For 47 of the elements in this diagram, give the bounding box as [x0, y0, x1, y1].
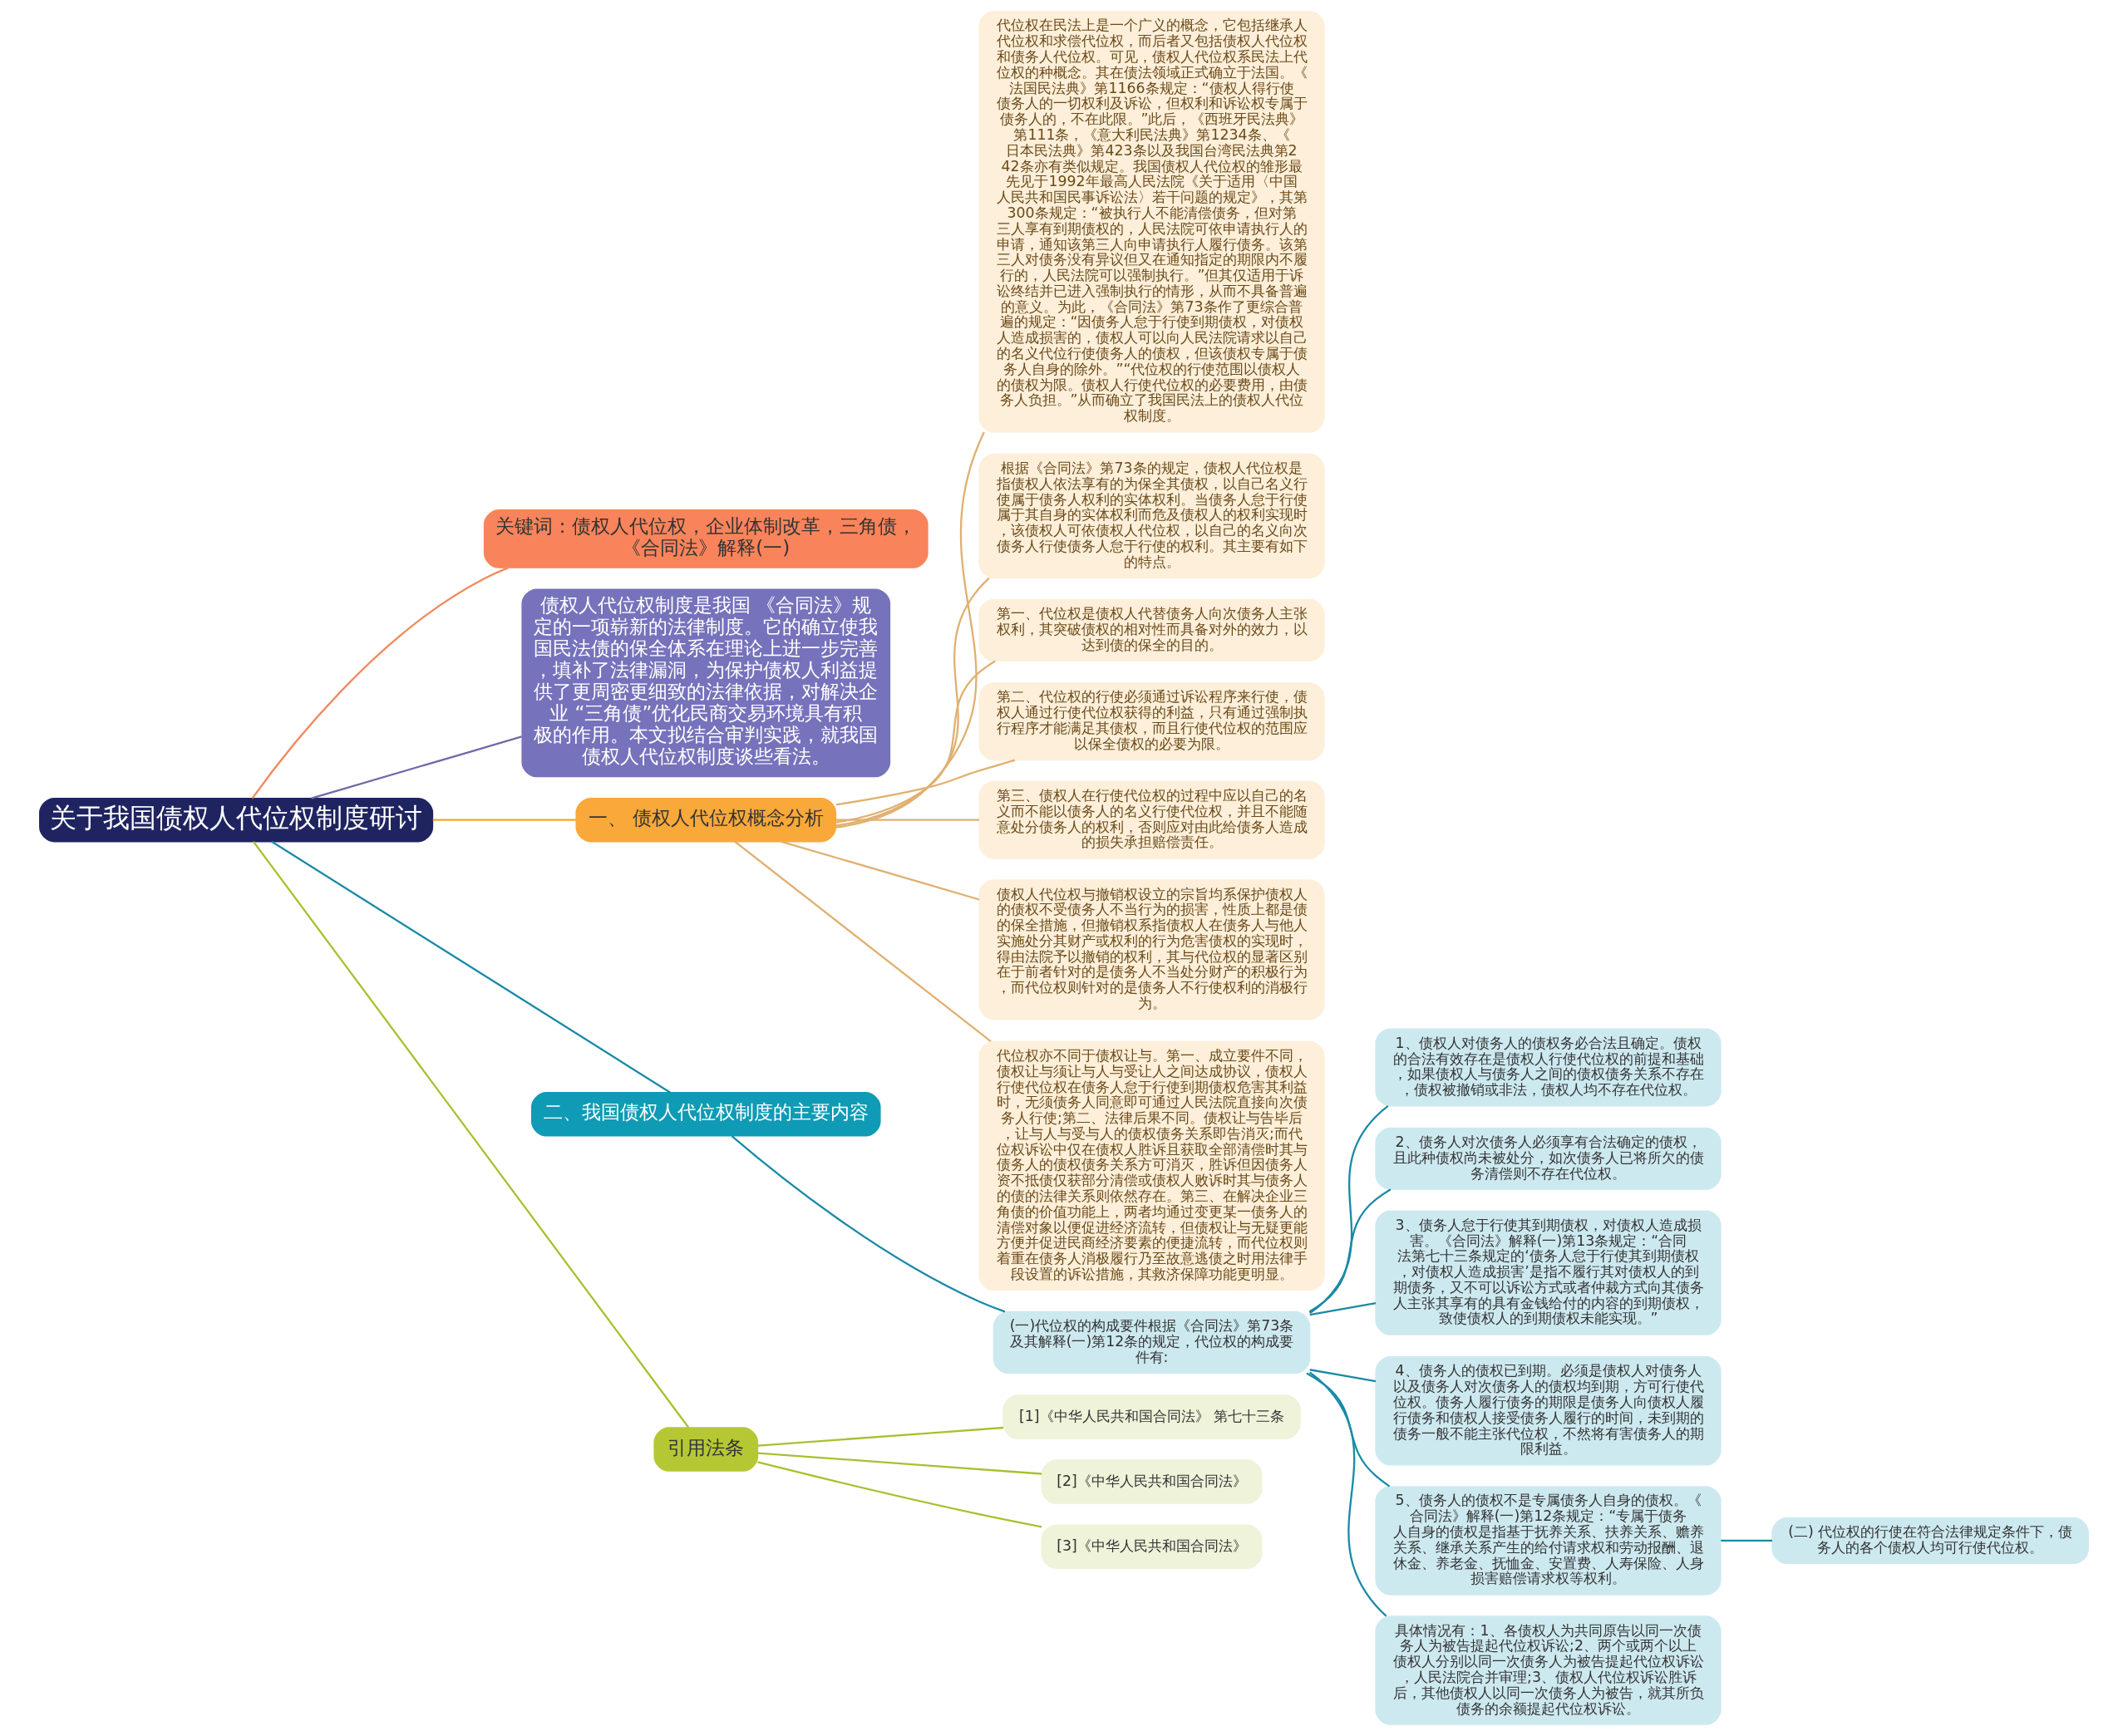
connector — [757, 1461, 1042, 1528]
node-box: 债权人代位权与撤销权设立的宗旨均系保护债权人的债权不受债务人不当行为的损害，性质上都是债的保全措施，但撤销权系指债权人在债务人与他人实施处分其财产或权利的行为危害债权的实现时，得由法院予以撤销的权利，其与代位权的显著区别在于前者针对的是债务人不当处分财产的积极行为，而代位权则针对的是债务人不行使权利的消极行为。 — [978, 879, 1325, 1020]
node-box: 具体情况有：1、各债权人为共同原告以同一次债务人为被告提起代位权诉讼;2、两个或两个以上债权人分别以同一次债务人为被告提起代位权诉讼，人民法院合并审理;3、债权人代位权诉讼胜诉后，其他债权人以同一次债务人为被告，就其所负债务的余额提起代位权诉讼。 — [1375, 1616, 1722, 1725]
node-box: 第三、债权人在行使代位权的过程中应以自己的名义而不能以债务人的名义行使代位权，并且不能随意处分债务人的权利，否则应对由此给债务人造成的损失承担赔偿责任。 — [978, 780, 1325, 859]
connector — [432, 819, 576, 821]
connector — [311, 735, 522, 799]
connector — [1309, 1104, 1389, 1315]
connector — [271, 840, 672, 1094]
node-box: 关键词：债权人代位权，企业体制改革，三角债，《合同法》解释(一) — [483, 509, 929, 568]
connector — [731, 1135, 1006, 1313]
connector — [835, 660, 996, 824]
node-box: 根据《合同法》第73条的规定，债权人代位权是指债权人依法享有的为保全其债权，以自己名义行使属于债务人权利的实体权利。当债务人怠于行使属于其自身的实体权利而危及债权人的权利实现时，该债权人可依债权人代位权，以自己的名义向次债务人行使债务人怠于行使的权利。其主要有如下的特点。 — [978, 453, 1325, 579]
node-box: 第一、代位权是债权人代替债务人向次债务人主张权利，其突破债权的相对性而具备对外的效力，以达到债的保全的目的。 — [978, 598, 1325, 661]
connector — [253, 841, 690, 1429]
connector — [835, 431, 985, 829]
node-box: [2]《中华人民共和国合同法》 — [1041, 1459, 1263, 1504]
node-box: 3、债务人怠于行使其到期债权，对债权人造成损害。《合同法》解释(一)第13条规定：“合同法第七十三条规定的‘债务人怠于行使其到期债权，对债权人造成损害’是指不履行其对债权人的到期债务，又不可以诉讼方式或者仲裁方式向其债务人主张其享有的具有金钱给付的内容的到期债权，致使债权人的到期债权未能实现。” — [1375, 1210, 1722, 1335]
node-box: 4、债务人的债权已到期。必须是债权人对债务人以及债务人对次债务人的债权均到期，方可行使代位权。债务人履行债务的期限是债务人向债权人履行债务和债权人接受债务人履行的时间，未到期的债务一般不能主张代位权，不然将有害债务人的期限利益。 — [1375, 1356, 1722, 1466]
connector — [781, 840, 980, 901]
node-box: 代位权亦不同于债权让与。第一、成立要件不同，债权让与须让与人与受让人之间达成协议，债权人行使代位权在债务人怠于行使到期债权危害其利益时，无须债务人同意即可通过人民法院直接向次债务人行使;第二、法律后果不同。债权让与告毕后，让与人与受与人的债权债务关系即告消灭;而代位权诉讼中仅在债权人胜诉且获取全部清偿时其与债务人的债权债务关系方可消灭，胜诉但因债务人资不抵债仅获部分清偿或债权人败诉时其与债务人的债的法律关系则依然存在。第三、在解决企业三角债的价值功能上，两者均通过变更某一债务人的清偿对象以便促进经济流转，但债权让与无疑更能方便并促进民商经济要素的便捷流转，而代位权则着重在债务人消极履行乃至故意逃债之时用法律手段设置的诉讼措施，其救济保障功能更明显。 — [978, 1040, 1325, 1291]
connector — [1309, 1301, 1377, 1316]
node-box: (一)代位权的构成要件根据《合同法》第73条及其解释(一)第12条的规定，代位权的构成要件有: — [993, 1311, 1311, 1375]
node-box: 关于我国债权人代位权制度研讨 — [39, 797, 434, 843]
node-box: 代位权在民法上是一个广义的概念，它包括继承人代位权和求偿代位权，而后者又包括债权人代位权和债务人代位权。可见，债权人代位权系民法上代位权的种概念。其在债法领域正式确立于法国。《法国民法典》第1166条规定：“债权人得行使债务人的一切权利及诉讼，但权利和诉讼权专属于债务人的，不在此限。”此后，《西班牙民法典》第111条，《意大利民法典》第1234条、《日本民法典》第423条以及我国台湾民法典第242条亦有类似规定。我国债权人代位权的雏形最先见于1992年最高人民法院《关于适用〈中国人民共和国民事诉讼法〉若干问题的规定》，其第300条规定：“被执行人不能清偿债务，但对第三人享有到期债权的，人民法院可依申请执行人的申请，通知该第三人向申请执行人履行债务。该第三人对债务没有异议但又在通知指定的期限内不履行的，人民法院可以强制执行。”但其仅适用于诉讼终结并已进入强制执行的情形，从而不具备普遍的意义。为此，《合同法》第73条作了更综合普遍的规定：“因债务人怠于行使到期债权，对债权人造成损害的，债权人可以向人民法院请求以自己的名义代位行使债务人的债权，但该债权专属于债务人自身的除外。”“代位权的行使范围以债权人的债权为限。债权人行使代位权的必要费用，由债务人负担。”从而确立了我国民法上的债权人代位权制度。 — [978, 11, 1325, 433]
connector — [757, 1452, 1042, 1475]
connector — [1306, 1372, 1391, 1488]
node-box: [3]《中华人民共和国合同法》 — [1041, 1524, 1263, 1569]
node-box: 引用法条 — [653, 1427, 759, 1472]
connector — [835, 819, 980, 821]
node-box: 1、债权人对债务人的债权务必合法且确定。债权的合法有效存在是债权人行使代位权的前提和基础，如果债权人与债务人之间的债权债务关系不存在，债权被撤销或非法，债权人均不存在代位权。 — [1375, 1028, 1722, 1107]
connector — [734, 840, 992, 1042]
node-box: 一、 债权人代位权概念分析 — [575, 797, 837, 843]
node-box: 债权人代位权制度是我国 《合同法》规定的一项崭新的法律制度。它的确立使我国民法债的保全体系在理论上进一步完善，填补了法律漏洞，为保护债权人利益提供了更周密更细致的法律依据，对解决企业 “三角债”优化民商交易环境具有积极的作用。本文拟结合审判实践，就我国债权人代位权制度谈些看法。 — [521, 588, 891, 778]
node-box: 2、债务人对次债务人必须享有合法确定的债权，且此种债权尚未被处分，如次债务人已将所欠的债务清偿则不存在代位权。 — [1375, 1127, 1722, 1190]
connector — [1308, 1188, 1392, 1313]
connector — [757, 1426, 1004, 1447]
connector — [1721, 1539, 1773, 1542]
node-box: (二) 代位权的行使在符合法律规定条件下，债务人的各个债权人均可行使代位权。 — [1771, 1517, 2089, 1565]
node-box: 第二、代位权的行使必须通过诉讼程序来行使，债权人通过行使代位权获得的利益，只有通过强制执行程序才能满足其债权，而且行使代位权的范围应以保全债权的必要为限。 — [978, 682, 1325, 761]
connector — [251, 567, 509, 799]
connector — [1309, 1371, 1387, 1617]
node-box: [1]《中华人民共和国合同法》 第七十三条 — [1002, 1394, 1301, 1439]
connector — [835, 759, 1016, 806]
connector — [1309, 1369, 1377, 1383]
connector — [835, 577, 990, 827]
node-box: 二、我国债权人代位权制度的主要内容 — [530, 1092, 881, 1137]
node-box: 5、债务人的债权不是专属债务人自身的债权。《合同法》解释(一)第12条规定：“专属于债务人自身的债权是指基于抚养关系、扶养关系、赡养关系、继承关系产生的给付请求权和劳动报酬、退休金、养老金、抚恤金、安置费、人寿保险、人身损害赔偿请求权等权利。 — [1375, 1486, 1722, 1596]
